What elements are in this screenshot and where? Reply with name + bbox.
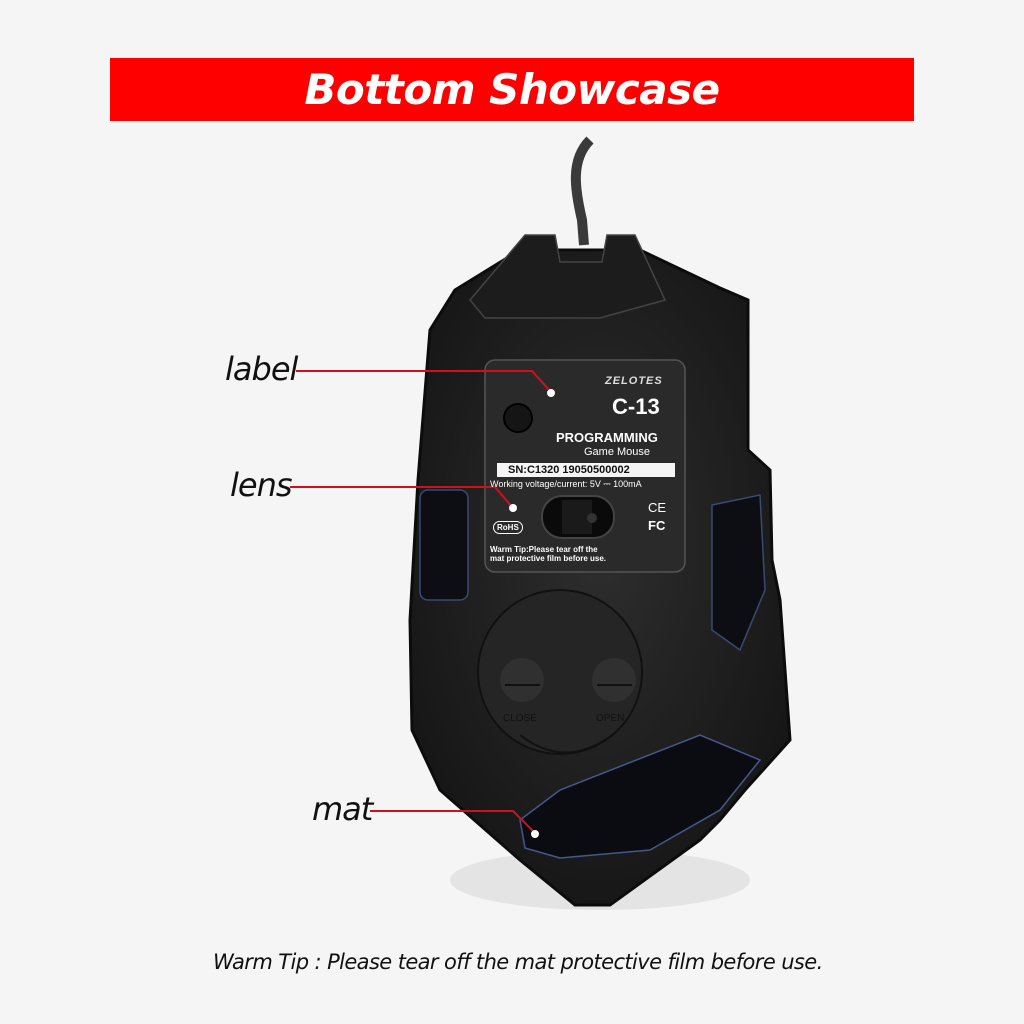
- callout-label: label: [225, 350, 298, 388]
- battery-close-label: CLOSE: [503, 713, 537, 724]
- label-line2: Game Mouse: [584, 446, 651, 458]
- callout-lens: lens: [230, 466, 293, 504]
- battery-open-label: OPEN: [596, 713, 625, 724]
- battery-cover: [477, 589, 643, 755]
- label-warm-tip-2: mat protective film before use.: [490, 554, 607, 563]
- label-warm-tip-1: Warm Tip:Please tear off the: [490, 545, 598, 554]
- rohs-mark: RoHS: [493, 521, 523, 534]
- footer-warm-tip: Warm Tip : Please tear off the mat prote…: [213, 950, 823, 974]
- ce-mark: CE: [648, 500, 667, 515]
- banner-title: Bottom Showcase: [304, 65, 720, 114]
- brand-logo: ZELOTES: [605, 375, 663, 387]
- side-pad-left: [419, 489, 469, 601]
- serial-number: SN:C1320 19050500002: [508, 464, 630, 476]
- voltage-text: Working voltage/current: 5V ⎓ 100mA: [490, 479, 642, 489]
- fcc-mark: FC: [648, 518, 666, 533]
- label-line1: PROGRAMMING: [556, 430, 658, 445]
- model-number: C-13: [612, 394, 660, 419]
- callout-mat: mat: [312, 790, 373, 828]
- side-pad-right: [711, 494, 766, 652]
- title-banner: Bottom Showcase: [110, 58, 914, 121]
- bottom-mat: [519, 734, 762, 859]
- cable: [570, 136, 594, 246]
- switch-button: [503, 403, 533, 433]
